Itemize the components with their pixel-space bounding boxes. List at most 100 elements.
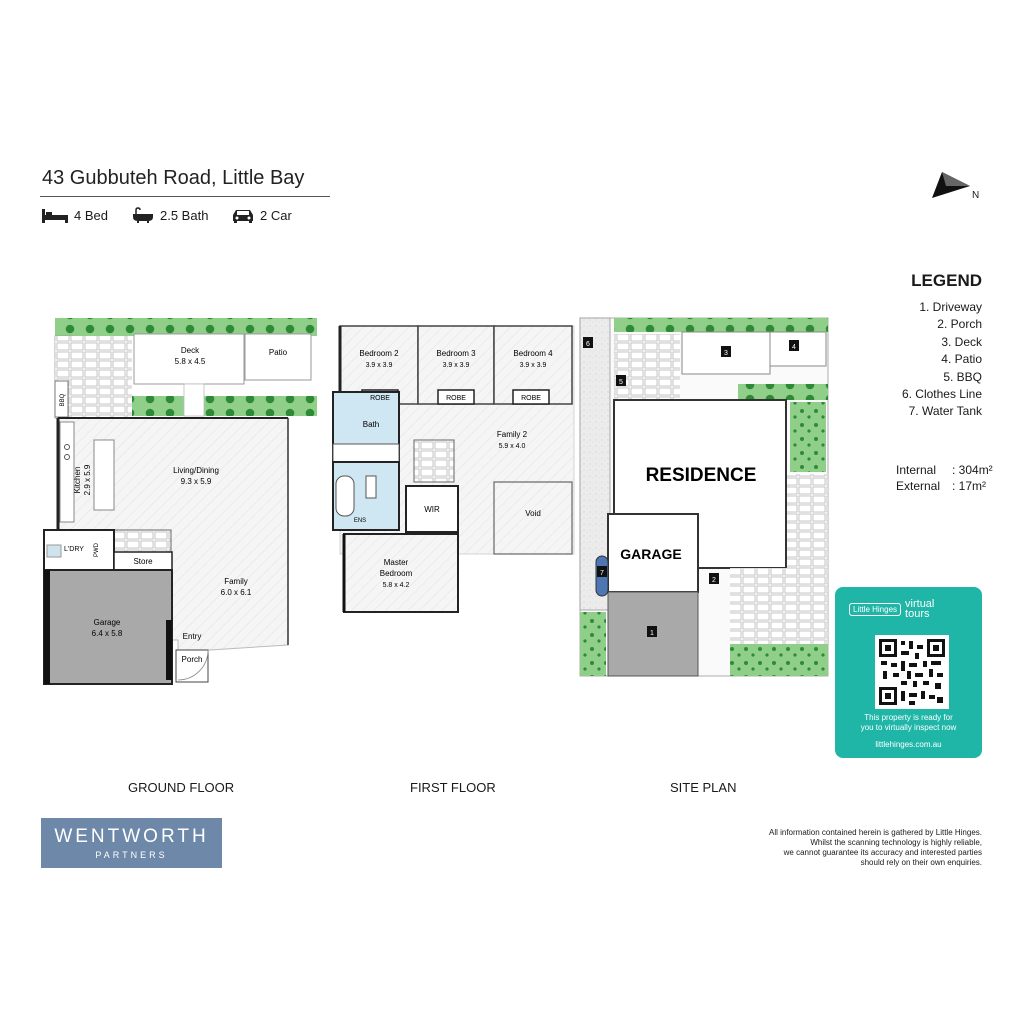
north-label: N xyxy=(972,190,980,201)
site-marker-1: 1 xyxy=(647,626,657,637)
property-address: 43 Gubbuteh Road, Little Bay xyxy=(42,167,305,189)
car-icon xyxy=(232,207,254,223)
pwd-label: PWD xyxy=(94,542,100,557)
area-summary: Internal: 304m² External: 17m² xyxy=(896,462,993,494)
svg-text:5: 5 xyxy=(619,379,623,386)
qr-code-icon[interactable] xyxy=(875,635,949,709)
title-divider xyxy=(40,196,330,197)
disclaimer-line: All information contained herein is gath… xyxy=(768,828,982,837)
garage-ground xyxy=(43,569,173,685)
site-garage-label: GARAGE xyxy=(620,546,681,562)
master-label-2: Bedroom xyxy=(380,569,413,578)
patio xyxy=(244,333,312,381)
residence-label: RESIDENCE xyxy=(646,465,757,486)
feature-cars-label: 2 Car xyxy=(260,207,292,223)
external-label: External xyxy=(896,479,941,493)
svg-text:4: 4 xyxy=(792,344,796,351)
robe-label: ROBE xyxy=(446,395,466,402)
svg-text:2: 2 xyxy=(712,577,716,584)
ground-floor-label: GROUND FLOOR xyxy=(128,780,235,795)
north-arrow-icon xyxy=(930,170,970,203)
family-dim: 6.0 x 6.1 xyxy=(221,588,252,597)
family2-dim: 5.9 x 4.0 xyxy=(499,443,526,450)
legend-item: 5. BBQ xyxy=(943,369,982,384)
external-value: : 17m² xyxy=(952,479,987,493)
patio-label: Patio xyxy=(269,348,288,357)
laundry-label: L'DRY xyxy=(64,546,84,553)
legend-item: 1. Driveway xyxy=(919,300,982,314)
store-label: Store xyxy=(133,557,153,566)
feature-beds: 4 Bed xyxy=(42,207,108,223)
site-marker-7: 7 xyxy=(597,566,607,577)
north-arrow: N xyxy=(930,170,979,203)
legend-list: 1. Driveway 2. Porch 3. Deck 4. Patio 5.… xyxy=(902,299,982,421)
garage-label: Garage xyxy=(94,618,121,627)
ens-label: ENS xyxy=(354,518,366,524)
site-marker-3: 3 xyxy=(721,346,731,357)
master-dim: 5.8 x 4.2 xyxy=(383,582,410,589)
bed-icon xyxy=(42,207,68,223)
site-plan: RESIDENCE GARAGE 1 2 3 4 5 6 7 xyxy=(579,317,829,677)
agency-logo: WENTWORTH PARTNERS xyxy=(41,818,222,868)
legend-item: 3. Deck xyxy=(941,334,982,349)
bed3-label: Bedroom 3 xyxy=(436,349,476,358)
garage-dim: 6.4 x 5.8 xyxy=(92,629,123,638)
bed4-label: Bedroom 4 xyxy=(513,349,553,358)
living-label: Living/Dining xyxy=(173,466,219,475)
feature-baths-label: 2.5 Bath xyxy=(160,207,209,223)
void-label: Void xyxy=(525,509,541,518)
bed2-dim: 3.9 x 3.9 xyxy=(366,362,393,369)
bed4-dim: 3.9 x 3.9 xyxy=(520,362,547,369)
virtual-tour-url[interactable]: littlehinges.com.au xyxy=(875,740,942,749)
bed3-dim: 3.9 x 3.9 xyxy=(443,362,470,369)
agency-sub: PARTNERS xyxy=(95,850,168,860)
living-dim: 9.3 x 5.9 xyxy=(181,477,212,486)
svg-text:7: 7 xyxy=(600,570,604,577)
site-marker-5: 5 xyxy=(616,375,626,386)
deck-label: Deck xyxy=(181,346,200,355)
entry-label: Entry xyxy=(183,632,202,641)
feature-cars: 2 Car xyxy=(232,207,292,223)
svg-text:6: 6 xyxy=(586,341,590,348)
robe-label: ROBE xyxy=(521,395,541,402)
virtual-tour-line-1: This property is ready for xyxy=(864,713,953,722)
feature-beds-label: 4 Bed xyxy=(74,207,108,223)
legend-item: 2. Porch xyxy=(937,317,982,332)
virtual-tour-line-2: you to virtually inspect now xyxy=(860,723,957,732)
bbq-label: BBQ xyxy=(60,393,66,406)
kitchen-label: Kitchen xyxy=(73,467,82,494)
disclaimer-line: should rely on their own enquiries. xyxy=(860,858,982,867)
site-plan-label: SITE PLAN xyxy=(670,780,737,795)
brand-small: Little Hinges xyxy=(849,602,902,616)
disclaimer-line: we cannot guarantee its accuracy and int… xyxy=(783,848,982,857)
site-marker-6: 6 xyxy=(583,337,593,348)
svg-text:1: 1 xyxy=(650,630,654,637)
deck-dim: 5.8 x 4.5 xyxy=(175,357,206,366)
first-floor-label: FIRST FLOOR xyxy=(410,780,496,795)
legend-title: LEGEND xyxy=(911,271,982,290)
wir xyxy=(405,485,459,533)
family2-label: Family 2 xyxy=(497,430,528,439)
bath-label: Bath xyxy=(363,420,379,429)
bed2-label: Bedroom 2 xyxy=(359,349,399,358)
wir-label: WIR xyxy=(424,505,440,514)
master-label: Master xyxy=(384,558,409,567)
first-floor-plan: Bedroom 2 3.9 x 3.9 Bedroom 3 3.9 x 3.9 … xyxy=(332,325,575,613)
robe-label: ROBE xyxy=(370,395,390,402)
family-label: Family xyxy=(224,577,248,586)
legend-item: 7. Water Tank xyxy=(908,404,982,419)
porch-label: Porch xyxy=(182,655,203,664)
svg-text:3: 3 xyxy=(724,350,728,357)
agency-name: WENTWORTH xyxy=(54,826,209,847)
internal-value: : 304m² xyxy=(952,463,993,477)
kitchen-dim: 2.9 x 5.9 xyxy=(83,464,92,495)
legend-item: 4. Patio xyxy=(941,352,982,367)
legend-item: 6. Clothes Line xyxy=(901,387,982,402)
feature-baths: 2.5 Bath xyxy=(132,207,208,223)
site-marker-2: 2 xyxy=(709,573,719,584)
disclaimer: All information contained herein is gath… xyxy=(722,828,982,868)
